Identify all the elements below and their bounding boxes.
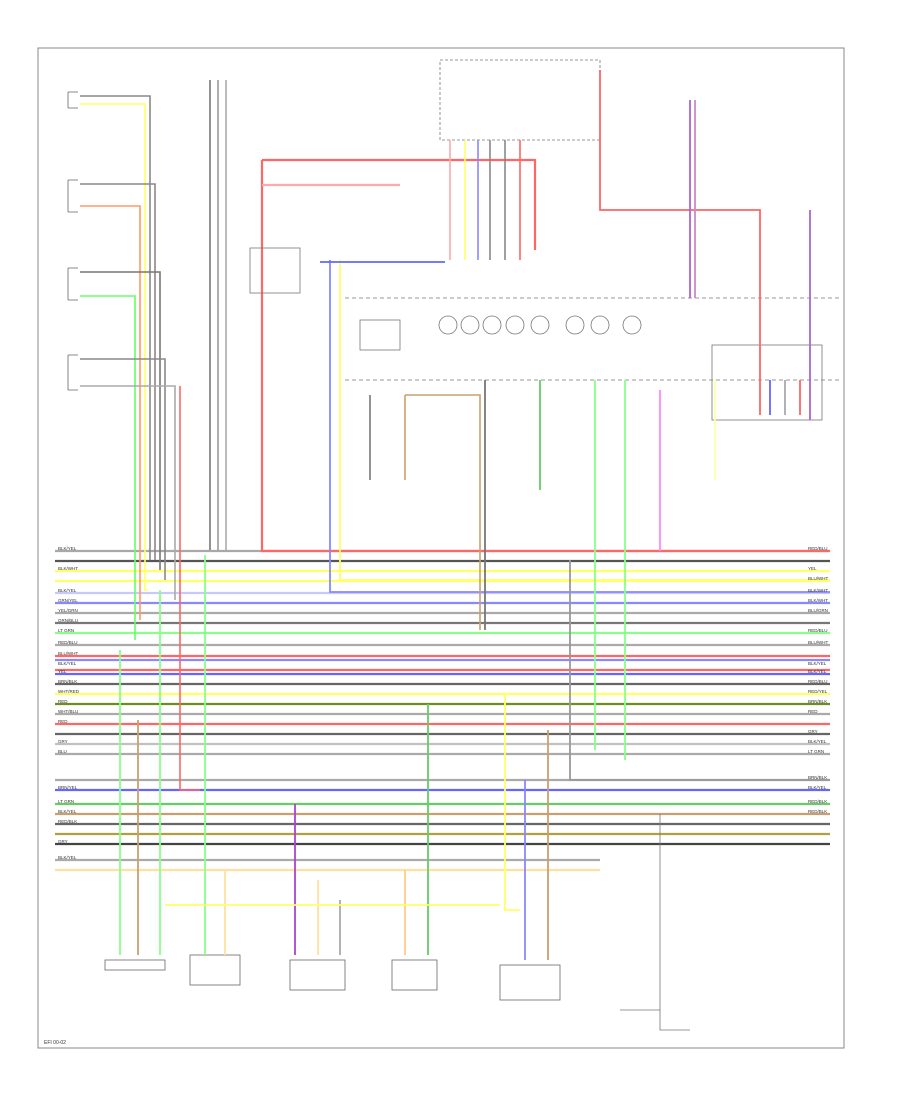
power-feed (260, 158, 830, 553)
sensor-wires (369, 394, 481, 630)
bus-label-right: BLK/WHT (808, 588, 828, 593)
bus-label-right: YEL (808, 566, 817, 571)
bus-label-left: BLK/YEL (58, 661, 77, 666)
left-vertical-wires (80, 80, 227, 791)
bus-label-left: GRN/BLU (58, 618, 78, 623)
bus-label-right: BRN/BLK (808, 699, 827, 704)
bus-label-left: WHT/RED (58, 689, 80, 694)
bus-label-right: BRN/BLK (808, 775, 827, 780)
bus-label-left: BLK/WHT (58, 566, 78, 571)
bus-label-right: BLK/YEL (808, 739, 827, 744)
bus-label-left: LT GRN (58, 628, 74, 633)
bus-label-left: WHT/BLU (58, 709, 78, 714)
bus-label-left: BLK/YEL (58, 809, 77, 814)
bus-label-right: BLU/GRN (808, 608, 828, 613)
bus-label-left: YEL (58, 669, 67, 674)
bus-label-left: RED (58, 719, 68, 724)
bus-label-right: BLU/WHT (808, 576, 829, 581)
bus-label-right: RED/BLK (808, 799, 827, 804)
bus-label-left: BRN/BLK (58, 679, 77, 684)
left-sensors (67, 91, 78, 391)
bus-label-right: RED/YEL (808, 689, 828, 694)
bus-label-right: LT GRN (808, 749, 824, 754)
bus-label-right: BLK/YEL (808, 661, 827, 666)
bus-label-left: BLU (58, 749, 67, 754)
harness-buses (55, 549, 830, 872)
diagram-frame (37, 47, 845, 1049)
bus-label-right: BLK/WHT (808, 598, 828, 603)
bus-label-right: RED/BLK (808, 809, 827, 814)
gauge-cluster (345, 297, 840, 421)
bottom-components (104, 954, 561, 1001)
bus-label-right: RED/BLU (808, 628, 828, 633)
right-vertical-wires (484, 70, 830, 781)
bottom-vertical-wires (119, 555, 549, 960)
bus-label-left: YEL/GRN (58, 608, 78, 613)
bus-label-left: GRY (58, 839, 68, 844)
bus-label-right: BLK/YEL (808, 785, 827, 790)
bus-labels-right: RED/BLU YEL BLU/WHT BLK/WHT BLK/WHT BLU/GRN RE… (808, 546, 829, 814)
footer-label: EFI 00-02 (44, 1040, 66, 1046)
bus-label-right: RED/BLU (808, 546, 828, 551)
bus-label-left: GRN/YEL (58, 598, 78, 603)
bus-label-left: BLK/YEL (58, 546, 77, 551)
bus-label-right: RED (808, 709, 818, 714)
bus-labels-left: BLK/YEL BLK/WHT BLK/YEL GRN/YEL YEL/GRN GRN/B… (58, 546, 80, 860)
bus-label-left: GRY (58, 739, 68, 744)
bus-label-left: LT GRN (58, 799, 74, 804)
bus-label-left: BLK/YEL (58, 588, 77, 593)
bus-label-left: RED (58, 699, 68, 704)
bus-label-left: RED/BLU (58, 640, 78, 645)
bus-label-left: BRN/YEL (58, 785, 78, 790)
bus-label-left: RED/BLK (58, 819, 77, 824)
relay-box (249, 247, 301, 294)
top-center-connector (439, 59, 601, 260)
bus-label-right: RED/BLU (808, 679, 828, 684)
bus-label-right: BLK/YEL (808, 669, 827, 674)
bus-label-right: BLU/WHT (808, 640, 829, 645)
ground-point (620, 814, 690, 1031)
bus-label-left: BLU/WHT (58, 651, 79, 656)
bus-label-left: BLK/YEL (58, 855, 77, 860)
bus-label-right: GRY (808, 729, 818, 734)
signal-loops (320, 260, 830, 593)
